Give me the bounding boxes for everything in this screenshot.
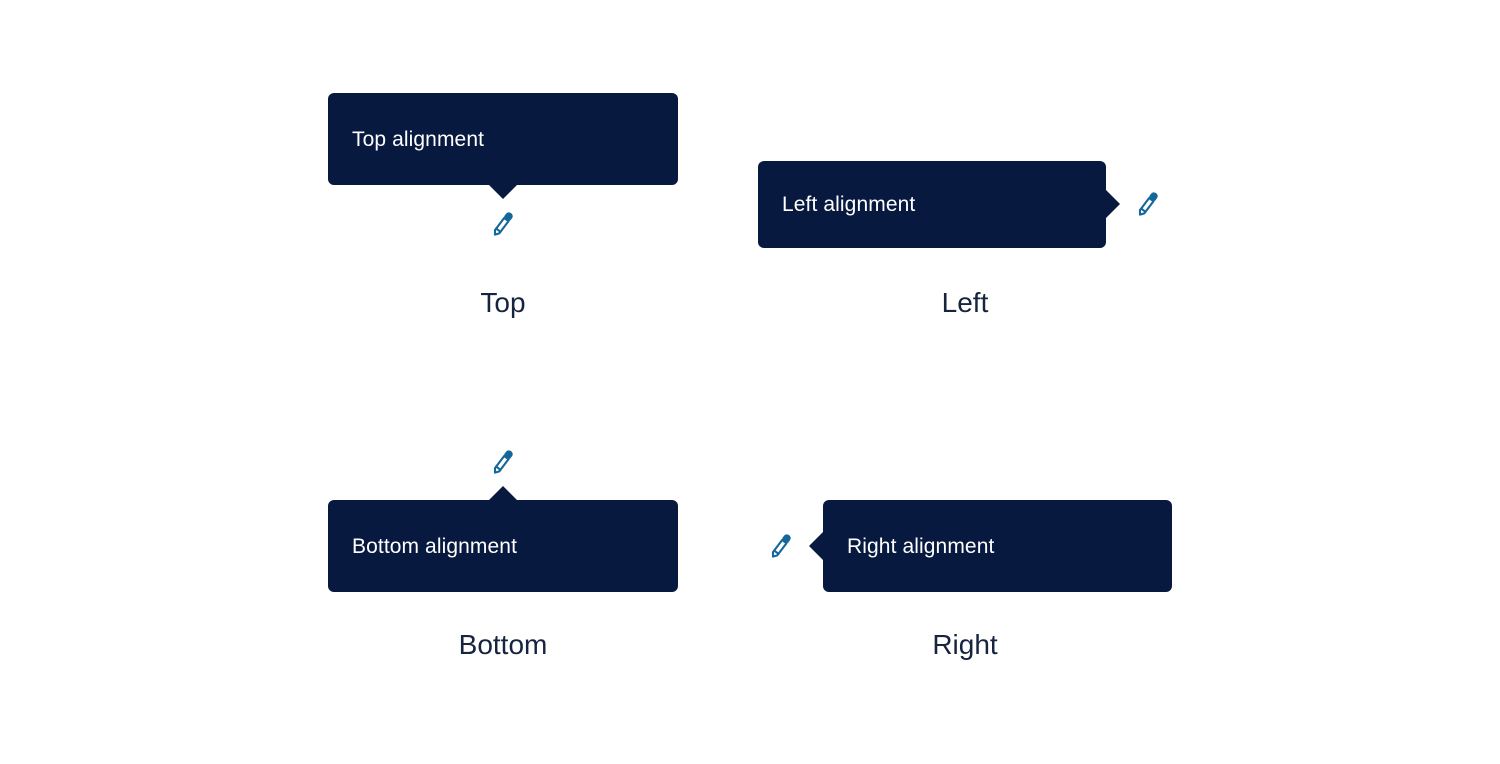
tooltip-right: Right alignment <box>823 500 1172 592</box>
tooltip-bottom: Bottom alignment <box>328 500 678 592</box>
pencil-icon[interactable] <box>491 212 515 236</box>
tooltip-arrow-down-icon <box>489 185 517 199</box>
pencil-icon[interactable] <box>769 534 793 558</box>
tooltip-arrow-up-icon <box>489 486 517 500</box>
tooltip-top: Top alignment <box>328 93 678 185</box>
tooltip-left: Left alignment <box>758 161 1106 248</box>
caption-top: Top <box>480 287 526 318</box>
caption-right: Right <box>932 629 998 660</box>
pencil-icon[interactable] <box>1136 192 1160 216</box>
pencil-icon[interactable] <box>491 450 515 474</box>
tooltip-arrow-left-icon <box>809 532 823 560</box>
caption-left: Left <box>941 287 989 318</box>
caption-bottom: Bottom <box>458 629 548 660</box>
tooltip-arrow-right-icon <box>1106 190 1120 218</box>
